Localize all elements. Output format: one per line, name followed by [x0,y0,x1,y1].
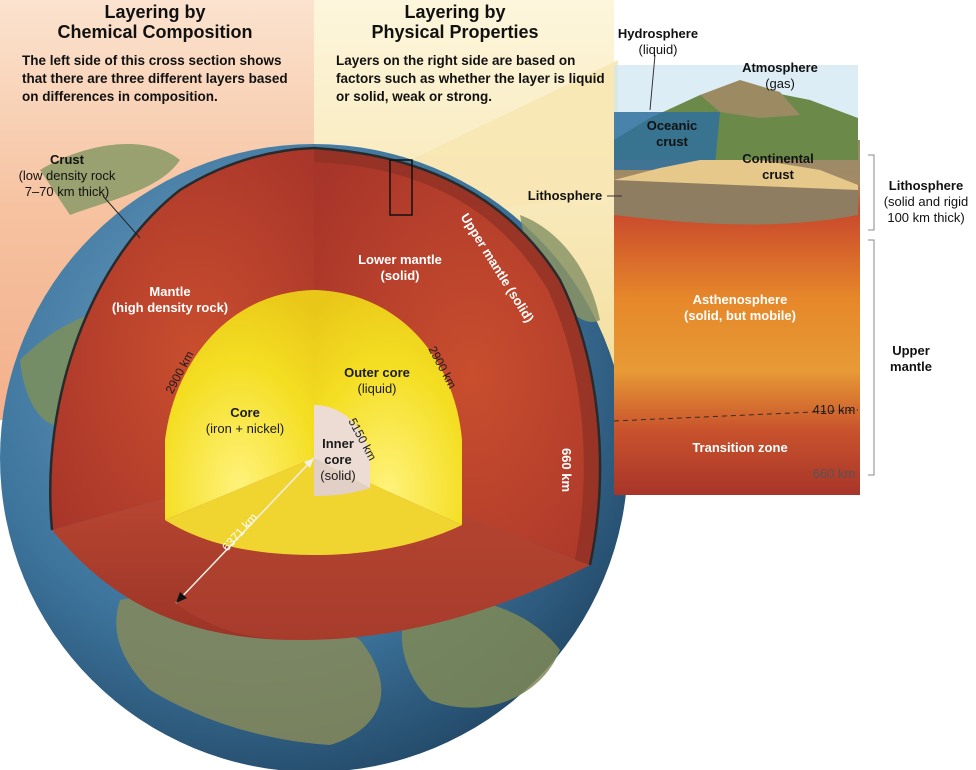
inner-core [314,405,370,488]
mantle-title: Mantle [149,284,191,299]
mantle-detail: (high density rock) [111,300,229,315]
hydrosphere-label: Hydrosphere (liquid) [608,26,708,58]
lithosphere-side-label: Lithosphere [527,188,603,203]
atmosphere-label: Atmosphere (gas) [730,60,830,92]
lithosphere-detail-2: 100 km thick) [887,210,965,225]
left-heading: Layering by Chemical Composition [55,2,255,42]
upper-mantle-band [314,148,600,565]
depth-410-label: 410 km [812,402,856,417]
lithosphere-detail-1: (solid and rigid [883,194,969,209]
right-heading: Layering by Physical Properties [355,2,555,42]
lithosphere-block [613,65,860,495]
inner-core-title-1: Inner [322,436,354,451]
outer-core-title: Outer core [344,365,410,380]
left-heading-line-2: Chemical Composition [57,22,253,42]
lower-mantle-detail: (solid) [380,268,420,283]
crust-detail-1: (low density rock [18,168,116,183]
mantle-label: Mantle (high density rock) [95,284,245,316]
upper-mantle-block-label: Upper mantle [876,343,946,375]
crust-title: Crust [50,152,84,167]
outer-core-left [165,290,314,520]
radius-arrow [175,457,315,604]
asthenosphere-title: Asthenosphere [692,292,788,307]
outer-core-detail: (liquid) [357,381,397,396]
asthenosphere-label: Asthenosphere (solid, but mobile) [660,292,820,324]
inner-core-detail: (solid) [320,468,356,483]
outer-core-bottom [165,458,462,555]
core-detail: (iron + nickel) [205,421,285,436]
atmosphere-detail: (gas) [765,76,795,91]
core-title: Core [230,405,260,420]
inner-core-title-2: core [324,452,352,467]
lithosphere-title: Lithosphere [888,178,964,193]
atmosphere-title: Atmosphere [742,60,818,75]
right-heading-line-1: Layering by [404,2,506,22]
hydrosphere-pointer [649,54,656,111]
lower-mantle-title: Lower mantle [358,252,442,267]
distance-660-globe: 660 km [559,447,574,493]
upper-mantle-line-2: mantle [890,359,932,374]
crust-label: Crust (low density rock 7–70 km thick) [2,152,132,200]
asthenosphere-detail: (solid, but mobile) [684,308,796,323]
transition-zone-label: Transition zone [692,440,788,455]
crust-pointer [102,195,141,239]
crust-rim [48,146,602,566]
oceanic-crust-line-2: crust [656,134,688,149]
hydrosphere-title: Hydrosphere [617,26,699,41]
crust-detail-2: 7–70 km thick) [24,184,110,199]
oceanic-crust-line-1: Oceanic [646,118,698,133]
continental-crust-line-2: crust [762,167,794,182]
upper-mantle-line-1: Upper [892,343,930,358]
lithosphere-bracket [868,154,875,231]
continental-crust-line-1: Continental [742,151,814,166]
outer-core-label: Outer core (liquid) [322,365,432,397]
lower-mantle-label: Lower mantle (solid) [340,252,460,284]
right-heading-line-2: Physical Properties [371,22,539,42]
left-heading-line-1: Layering by [104,2,206,22]
upper-mantle-bracket [868,239,875,476]
zoom-box [389,159,413,216]
core-label: Core (iron + nickel) [185,405,305,437]
continental-crust-label: Continental crust [728,151,828,183]
left-description: The left side of this cross section show… [22,53,288,104]
inner-core-label: Inner core (solid) [308,436,368,484]
lithosphere-label: Lithosphere (solid and rigid 100 km thic… [876,178,976,226]
hydrosphere-detail: (liquid) [638,42,678,57]
oceanic-crust-label: Oceanic crust [632,118,712,150]
depth-660-label: 660 km [812,466,856,481]
right-description: Layers on the right side are based on fa… [336,53,605,104]
